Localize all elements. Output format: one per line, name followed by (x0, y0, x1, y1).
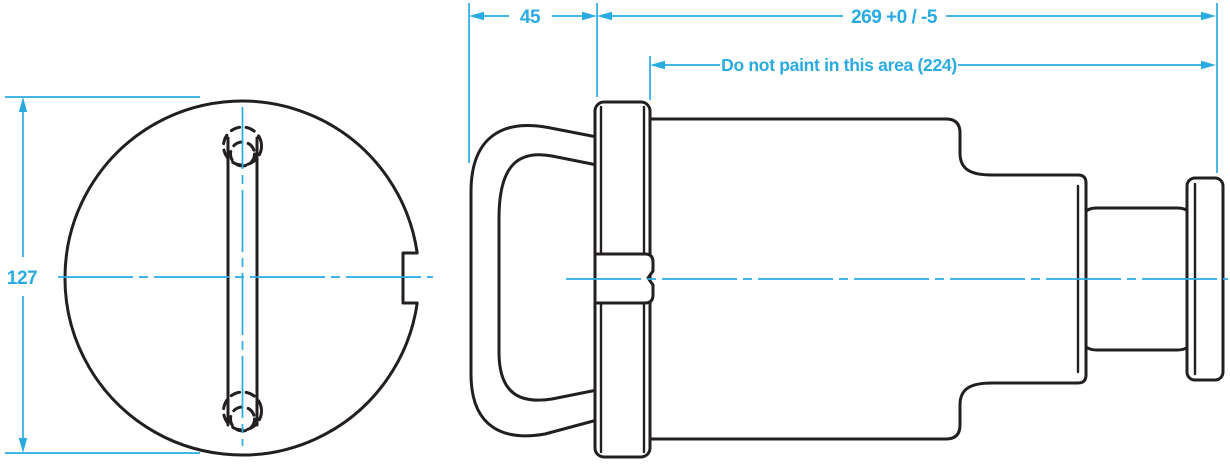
dim-45-label: 45 (520, 7, 541, 28)
end-cap-outline (63, 99, 419, 457)
extension-lines (5, 3, 1218, 454)
handle-outline (469, 124, 599, 438)
dim-127-label: 127 (7, 268, 37, 289)
dim-269-label: 269 +0 / -5 (851, 7, 938, 28)
dimension-no-paint (650, 60, 1216, 70)
dimension-127 (18, 97, 28, 453)
dimensions: 45 269 +0 / -5 Do not paint in this area… (5, 3, 1218, 454)
front-view (63, 99, 419, 457)
dimension-269 (597, 11, 1216, 21)
dimension-45 (469, 11, 597, 21)
centerlines (58, 107, 1228, 446)
no-paint-label: Do not paint in this area (224) (721, 55, 957, 75)
